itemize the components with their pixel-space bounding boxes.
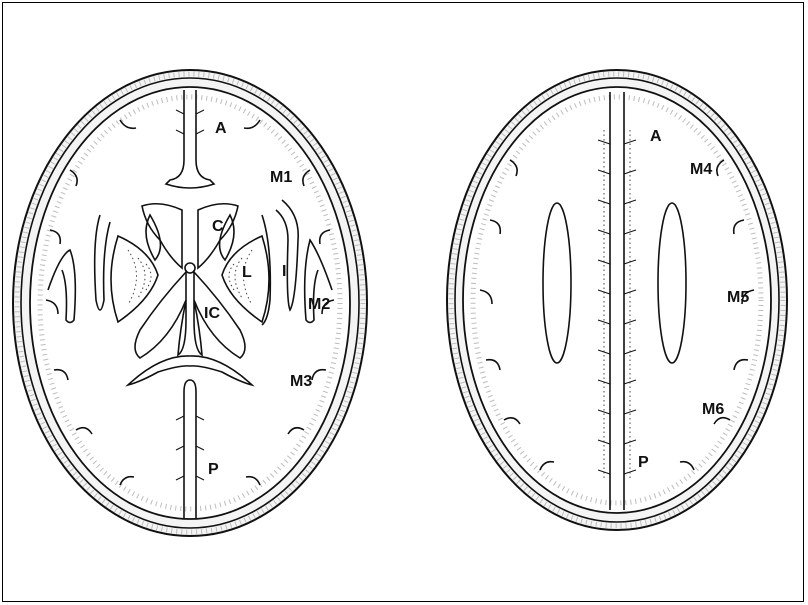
right-label-M4: M4: [690, 161, 712, 178]
left-label-M2: M2: [308, 296, 330, 313]
left-label-I: I: [282, 263, 286, 280]
left-label-A: A: [215, 120, 227, 137]
right-brain-surface: [463, 87, 771, 513]
left-label-M3: M3: [290, 373, 312, 390]
right-label-M5: M5: [727, 289, 749, 306]
right-label-A: A: [650, 128, 662, 145]
left-brain-section: A M1 C L I IC M2 M3 P: [13, 70, 367, 536]
right-brain-section: A M4 M5 M6 P: [447, 70, 787, 530]
left-label-IC: IC: [204, 305, 220, 322]
left-label-L: L: [242, 264, 252, 281]
left-brain-surface: [30, 87, 350, 519]
left-label-M1: M1: [270, 169, 292, 186]
left-label-C: C: [212, 218, 224, 235]
left-label-P: P: [208, 461, 219, 478]
right-label-M6: M6: [702, 401, 724, 418]
right-label-P: P: [638, 454, 649, 471]
